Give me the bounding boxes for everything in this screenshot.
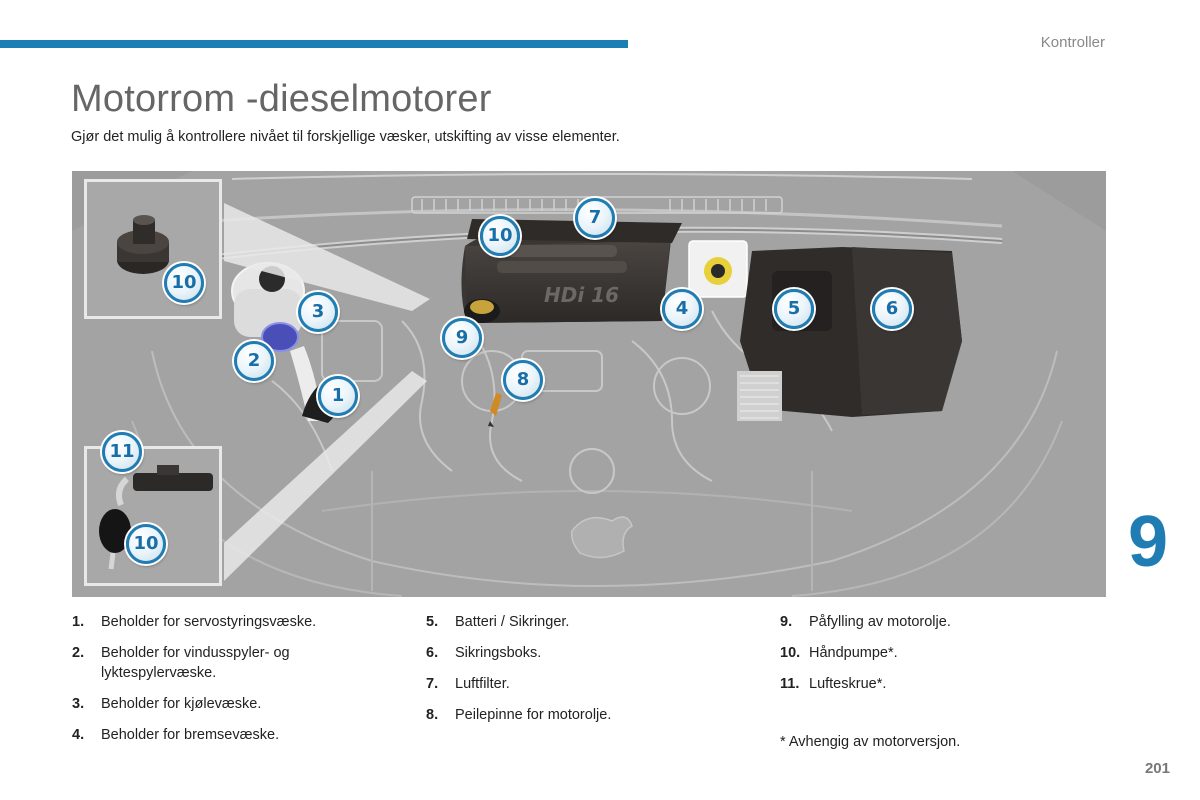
section-label: Kontroller: [1040, 34, 1105, 51]
legend-number: 3.: [72, 696, 85, 712]
callout-3-coolant: 3: [298, 292, 338, 332]
header-rule: [0, 40, 628, 48]
legend-number: 4.: [72, 727, 85, 743]
legend-item: 10. Håndpumpe*.: [780, 643, 1080, 663]
legend-text: Beholder for vindusspyler- og lyktespyle…: [101, 645, 290, 681]
legend-column-2: 5. Batteri / Sikringer. 6. Sikringsboks. 7…: [426, 612, 726, 736]
inset-hand-pump: [84, 446, 222, 586]
callout-9-oil-filler: 9: [442, 318, 482, 358]
chapter-number: 9: [1128, 502, 1169, 582]
legend-text: Håndpumpe*.: [809, 645, 898, 661]
legend-text: Lufteskrue*.: [809, 676, 887, 692]
callout-5-battery: 5: [774, 289, 814, 329]
intro-text: Gjør det mulig å kontrollere nivået til …: [71, 129, 620, 145]
legend-number: 1.: [72, 614, 85, 630]
legend-number: 6.: [426, 645, 439, 661]
engine-bay-illustration: HDi 16: [72, 171, 1106, 597]
callout-7-air-filter: 7: [575, 198, 615, 238]
legend-item: 4. Beholder for bremsevæske.: [72, 725, 372, 745]
legend-item: 6. Sikringsboks.: [426, 643, 726, 663]
legend-text: Luftfilter.: [455, 676, 510, 692]
legend-number: 5.: [426, 614, 439, 630]
footnote: * Avhengig av motorversjon.: [780, 734, 961, 750]
legend-item: 9. Påfylling av motorolje.: [780, 612, 1080, 632]
legend-column-1: 1. Beholder for servostyringsvæske. 2. Beh…: [72, 612, 372, 756]
callout-11-bleed-screw: 11: [102, 432, 142, 472]
callout-10-hand-pump: 10: [126, 524, 166, 564]
callout-10-engine: 10: [480, 216, 520, 256]
inset-connectors: [224, 203, 430, 581]
callout-2-washer: 2: [234, 341, 274, 381]
legend-text: Beholder for bremsevæske.: [101, 727, 280, 743]
legend-number: 10.: [780, 645, 801, 661]
callout-8-dipstick: 8: [503, 360, 543, 400]
page-title: Motorrom -dieselmotorer: [71, 78, 492, 120]
legend-text: Batteri / Sikringer.: [455, 614, 570, 630]
legend-number: 8.: [426, 707, 439, 723]
callout-10-oil-cap-inset: 10: [164, 263, 204, 303]
legend-column-3: 9. Påfylling av motorolje. 10. Håndpumpe*.…: [780, 612, 1080, 705]
page-number: 201: [1144, 760, 1170, 777]
legend-text: Beholder for servostyringsvæske.: [101, 614, 317, 630]
inset-oil-cap: [84, 179, 222, 319]
legend-item: 5. Batteri / Sikringer.: [426, 612, 726, 632]
legend-item: 7. Luftfilter.: [426, 674, 726, 694]
legend-item: 8. Peilepinne for motorolje.: [426, 705, 726, 725]
legend-text: Påfylling av motorolje.: [809, 614, 951, 630]
legend-number: 11.: [780, 676, 800, 692]
legend-text: Sikringsboks.: [455, 645, 542, 661]
legend-item: 1. Beholder for servostyringsvæske.: [72, 612, 372, 632]
engine-badge: HDi 16: [544, 283, 619, 307]
callout-6-fuse-box: 6: [872, 289, 912, 329]
callout-4-brake-fluid: 4: [662, 289, 702, 329]
callout-1-power-steering: 1: [318, 376, 358, 416]
legend-number: 2.: [72, 645, 85, 661]
legend-number: 9.: [780, 614, 793, 630]
legend-item: 11. Lufteskrue*.: [780, 674, 1080, 694]
inset-oil-cap-drawing: [117, 215, 169, 274]
legend-text: Peilepinne for motorolje.: [455, 707, 612, 723]
legend-number: 7.: [426, 676, 439, 692]
legend-text: Beholder for kjølevæske.: [101, 696, 262, 712]
inset-hand-pump-drawing: [99, 465, 213, 570]
legend-item: 2. Beholder for vindusspyler- og lyktespy…: [72, 643, 372, 683]
legend-item: 3. Beholder for kjølevæske.: [72, 694, 372, 714]
